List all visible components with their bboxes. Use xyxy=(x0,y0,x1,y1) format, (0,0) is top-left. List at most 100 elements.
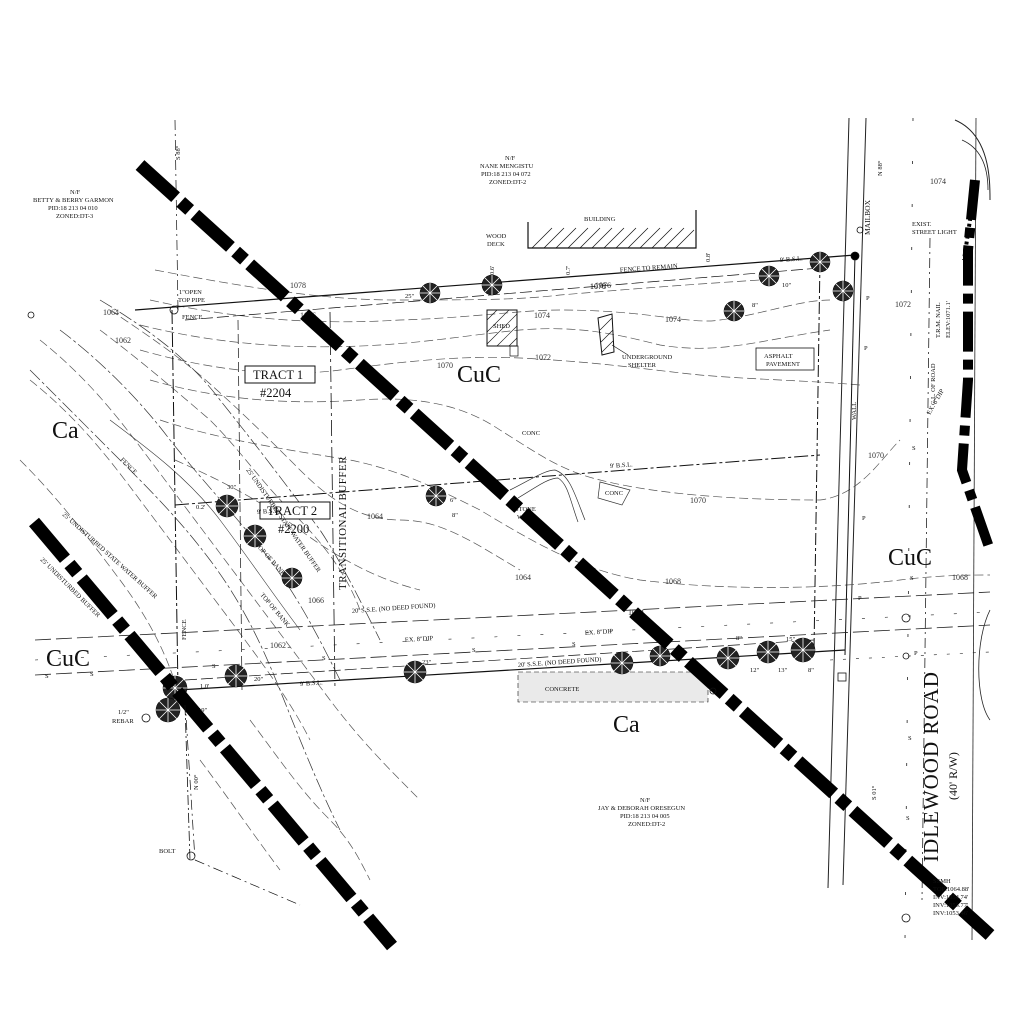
top-of-bank-label: TOP OF BANK xyxy=(258,592,290,629)
top-of-bank-label: TOP OF BANK xyxy=(254,542,287,578)
mailbox-marker xyxy=(856,226,864,234)
tree-size: 8" xyxy=(752,302,758,309)
contour-label: 1070 xyxy=(868,451,884,460)
soil-label-ca: Ca xyxy=(613,712,640,738)
owner-zoning: ZONED:DT-3 xyxy=(56,213,93,220)
street-light-label: STREET LIGHT xyxy=(912,229,957,236)
contour-1066 xyxy=(174,459,421,591)
tract-2-name: TRACT 2 xyxy=(267,504,317,518)
rebar-label: 1/2" xyxy=(118,709,129,716)
dimension-label: 0.8' xyxy=(705,253,712,262)
tree-size: 8" xyxy=(452,512,458,519)
road-edge-west-2 xyxy=(842,117,867,886)
bsl-south xyxy=(184,639,815,681)
stone-walk-label: STONE xyxy=(515,506,536,513)
owner-zoning: ZONED:DT-2 xyxy=(628,821,665,828)
soil-boundaries xyxy=(29,160,995,951)
contour-label: 1068 xyxy=(952,573,968,582)
contour-1078 xyxy=(154,269,761,301)
tract-2: TRACT 2 #2200 xyxy=(259,501,331,536)
contour-south-1 xyxy=(249,719,371,881)
contour-label: 1074 xyxy=(534,311,550,320)
sewer-marker: S xyxy=(910,575,914,582)
tree-icon xyxy=(215,494,239,518)
tree-size: 19" xyxy=(198,707,208,714)
transitional-buffer-label: TRANSITIONAL BUFFER xyxy=(337,456,349,590)
contour-label: 1072 xyxy=(895,300,911,309)
structures: BUILDING SHED UNDERGROUND SHELTER xyxy=(486,210,815,703)
conc-label: CONC xyxy=(605,490,623,497)
tree-icon xyxy=(243,524,267,548)
open-top-pipe-label: TOP PIPE xyxy=(178,297,205,304)
tree-size-labels: 25" 8" 10" 6" 8" 30" 20" 23" 12" 13" 15"… xyxy=(198,282,814,714)
tree-icon xyxy=(419,282,441,304)
mailbox-label: MAILBOX xyxy=(863,199,872,235)
buffer-line-1 xyxy=(29,369,341,831)
sewer-marker: S xyxy=(912,445,916,452)
sewer-marker: S xyxy=(322,655,326,662)
tree-icon xyxy=(403,660,427,684)
bearing-label: S 01° xyxy=(871,785,878,800)
soil-label-cuc: CuC xyxy=(888,545,932,571)
road-curve-3 xyxy=(978,609,991,721)
soil-boundary-main xyxy=(135,160,995,940)
contour-label: 1078 xyxy=(590,282,606,291)
markers xyxy=(27,226,911,923)
bearing-label: S 88° xyxy=(175,145,182,160)
fence-line-west xyxy=(109,419,301,631)
ssmh-label: INV:1053.77' xyxy=(933,902,968,909)
tree-size: 13" xyxy=(778,667,788,674)
wood-deck-label: DECK xyxy=(487,241,505,248)
tree-icon xyxy=(155,697,181,723)
south-boundary xyxy=(177,649,846,691)
building: BUILDING xyxy=(527,210,697,249)
road-edge-east xyxy=(971,117,977,941)
owner-pid: PID:18 213 04 072 xyxy=(481,171,531,178)
tract-1-number: #2204 xyxy=(260,386,292,400)
underground-shelter-label: SHELTER xyxy=(628,362,657,369)
rebar-marker xyxy=(141,713,151,723)
bsl-label: 9' B.S.L. xyxy=(780,255,804,264)
bolt-label: BOLT xyxy=(159,848,175,855)
road-right-of-way: (40' R/W) xyxy=(946,752,960,800)
tract-1-name: TRACT 1 xyxy=(253,368,303,382)
contour-1062 xyxy=(99,329,361,611)
sewer-easement xyxy=(34,591,991,676)
asphalt-label: ASPHALT xyxy=(764,353,793,360)
bsl-label: 9' B.S.L. xyxy=(610,461,634,470)
tract-2-box xyxy=(259,501,331,520)
tree-icon xyxy=(481,274,503,296)
sewer-main xyxy=(34,611,991,661)
owner-name: JAY & DEBORAH ORESEGUN xyxy=(598,805,685,812)
ssmh-label: INV:1054.74' xyxy=(933,894,968,901)
sewer-marker: S xyxy=(572,641,576,648)
ex-dip-label: EX. 8"DIP xyxy=(585,628,614,637)
tree-size: 30" xyxy=(227,484,237,491)
owner-nf: N/F xyxy=(640,797,651,804)
bsl-east xyxy=(813,259,821,651)
contour-label: 1064 xyxy=(103,308,119,317)
tree-icon xyxy=(716,646,740,670)
fence-label: FENCE xyxy=(181,619,188,640)
owner-mengistu: N/F NANE MENGISTU PID:18 213 04 072 ZONE… xyxy=(480,155,534,186)
ssmh-label: SSMH xyxy=(933,878,951,885)
tract-2-number: #2200 xyxy=(278,522,309,536)
ssmh-label: INV:1053.46' xyxy=(933,910,968,917)
owner-garmon: N/F BETTY & BERRY GARMON PID:18 213 04 0… xyxy=(33,189,114,220)
contour-label: 1064 xyxy=(515,573,531,582)
contour-label: 1062 xyxy=(115,336,131,345)
open-top-pipe-label: 1"OPEN xyxy=(179,289,202,296)
underground-shelter-label: UNDERGROUND xyxy=(622,354,673,361)
corner-marker xyxy=(850,251,860,261)
owner-name: BETTY & BERRY GARMON xyxy=(33,197,114,204)
fence-label: FENCE xyxy=(182,314,203,321)
tree-size: 15" xyxy=(786,636,796,643)
concrete-label: CONCRETE xyxy=(545,686,579,693)
contour-label: 1074 xyxy=(930,177,946,186)
concrete-pad: CONCRETE xyxy=(517,671,709,703)
sse-north xyxy=(34,591,991,641)
contour-label: 1068 xyxy=(665,577,681,586)
state-buffer-label: 25' UNDISTURBED STATE WATER BUFFER xyxy=(244,467,322,574)
road-name: IDLEWOOD ROAD xyxy=(919,671,943,862)
contour-label: 1070 xyxy=(690,496,706,505)
